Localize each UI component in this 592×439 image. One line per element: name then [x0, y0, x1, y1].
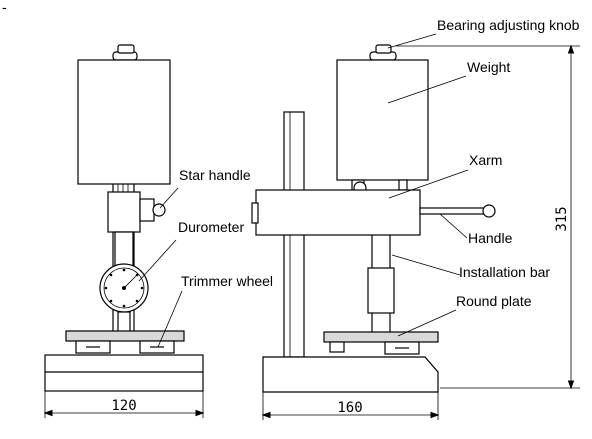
- label-durometer: Durometer: [178, 219, 244, 235]
- front-labels: Star handle Durometer Trimmer wheel: [138, 167, 273, 348]
- label-handle: Handle: [468, 230, 513, 246]
- label-star-handle: Star handle: [179, 167, 251, 183]
- dimension-120: 120: [111, 398, 136, 414]
- front-round-plate: [65, 330, 185, 342]
- front-star-handle-knob: [152, 203, 166, 217]
- front-knob-cap: [117, 44, 135, 54]
- side-durometer-body: [367, 267, 395, 314]
- dial-needle: [123, 275, 137, 289]
- dimension-160: 160: [337, 400, 362, 416]
- side-view: 160 315: [251, 44, 580, 420]
- label-weight: Weight: [467, 59, 510, 75]
- front-installation-bar: [114, 231, 134, 269]
- front-stem: [117, 311, 131, 333]
- side-round-plate: [323, 331, 439, 343]
- label-xarm: Xarm: [469, 152, 502, 168]
- front-view: 120: [43, 44, 205, 418]
- side-labels: Bearing adjusting knob Weight Xarm Handl…: [387, 17, 580, 337]
- side-base: [262, 356, 439, 393]
- side-handle-bar: [419, 207, 487, 215]
- dimension-315: 315: [554, 206, 570, 231]
- side-handle-knob: [482, 204, 496, 218]
- front-weight-block: [77, 59, 171, 185]
- side-knob-cap: [375, 44, 392, 54]
- side-weight-block: [336, 59, 429, 181]
- front-base: [44, 354, 204, 392]
- dial-ticks: [104, 268, 144, 308]
- front-xarm-block: [107, 191, 141, 233]
- label-installation-bar: Installation bar: [459, 264, 550, 280]
- label-bearing-adjusting-knob: Bearing adjusting knob: [437, 17, 580, 33]
- side-xarm: [255, 189, 421, 236]
- label-trimmer-wheel: Trimmer wheel: [181, 273, 273, 289]
- front-star-handle-base: [139, 198, 155, 222]
- label-round-plate: Round plate: [456, 293, 532, 309]
- corner-mark: -: [2, 0, 7, 15]
